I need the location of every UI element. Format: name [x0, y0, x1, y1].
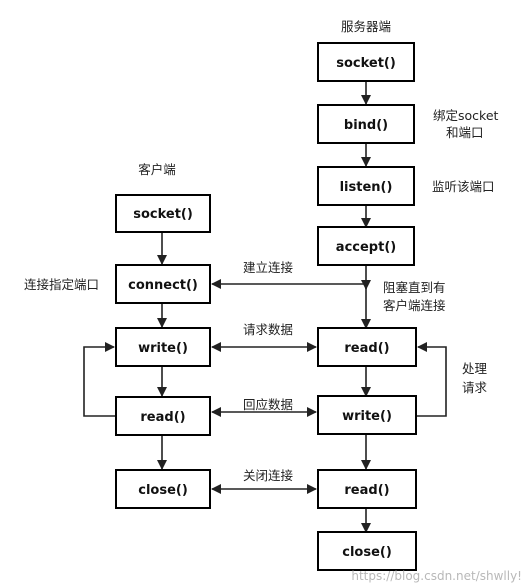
client-socket-label: socket() [133, 207, 193, 222]
server-listen-label: listen() [340, 180, 393, 195]
process-note-line1: 处理 [462, 361, 488, 376]
server-accept-label: accept() [336, 240, 396, 255]
bind-note-line2: 和端口 [446, 125, 484, 140]
server-read-label: read() [344, 341, 389, 356]
client-read-box: read() [115, 396, 211, 436]
process-note-line2: 请求 [462, 380, 488, 395]
bind-note-line1: 绑定socket [433, 108, 499, 123]
client-close-box: close() [115, 469, 211, 509]
client-connect-label: connect() [128, 278, 198, 293]
server-listen-box: listen() [317, 166, 415, 206]
server-write-label: write() [342, 409, 392, 424]
server-read2-box: read() [317, 469, 417, 509]
server-read2-label: read() [344, 483, 389, 498]
server-accept-box: accept() [317, 226, 415, 266]
response-data-label: 回应数据 [243, 397, 293, 412]
client-write-label: write() [138, 341, 188, 356]
server-loop-arrow [416, 342, 447, 417]
server-read-box: read() [317, 327, 417, 367]
client-connect-box: connect() [115, 264, 211, 304]
block-note-line1: 阻塞直到有 [383, 280, 446, 295]
listen-note: 监听该端口 [432, 179, 495, 194]
block-note-line2: 客户端连接 [383, 298, 446, 313]
server-title: 服务器端 [341, 19, 391, 34]
client-socket-box: socket() [115, 194, 211, 233]
server-close-label: close() [342, 545, 392, 560]
server-socket-box: socket() [317, 42, 415, 82]
close-connection-label: 关闭连接 [243, 468, 294, 483]
server-socket-label: socket() [336, 56, 396, 71]
server-write-box: write() [317, 395, 417, 435]
client-close-label: close() [138, 483, 188, 498]
client-title: 客户端 [138, 162, 176, 177]
watermark: https://blog.csdn.net/shwlly! [351, 569, 522, 583]
connect-port-note: 连接指定端口 [24, 277, 99, 292]
client-loop-arrow [83, 342, 116, 417]
server-close-box: close() [317, 531, 417, 571]
server-bind-label: bind() [344, 118, 388, 133]
establish-connection-label: 建立连接 [243, 260, 294, 275]
server-bind-box: bind() [317, 104, 415, 144]
client-write-box: write() [115, 327, 211, 367]
request-data-label: 请求数据 [243, 322, 293, 337]
establish-connection-arrow [211, 279, 371, 290]
client-read-label: read() [140, 410, 185, 425]
